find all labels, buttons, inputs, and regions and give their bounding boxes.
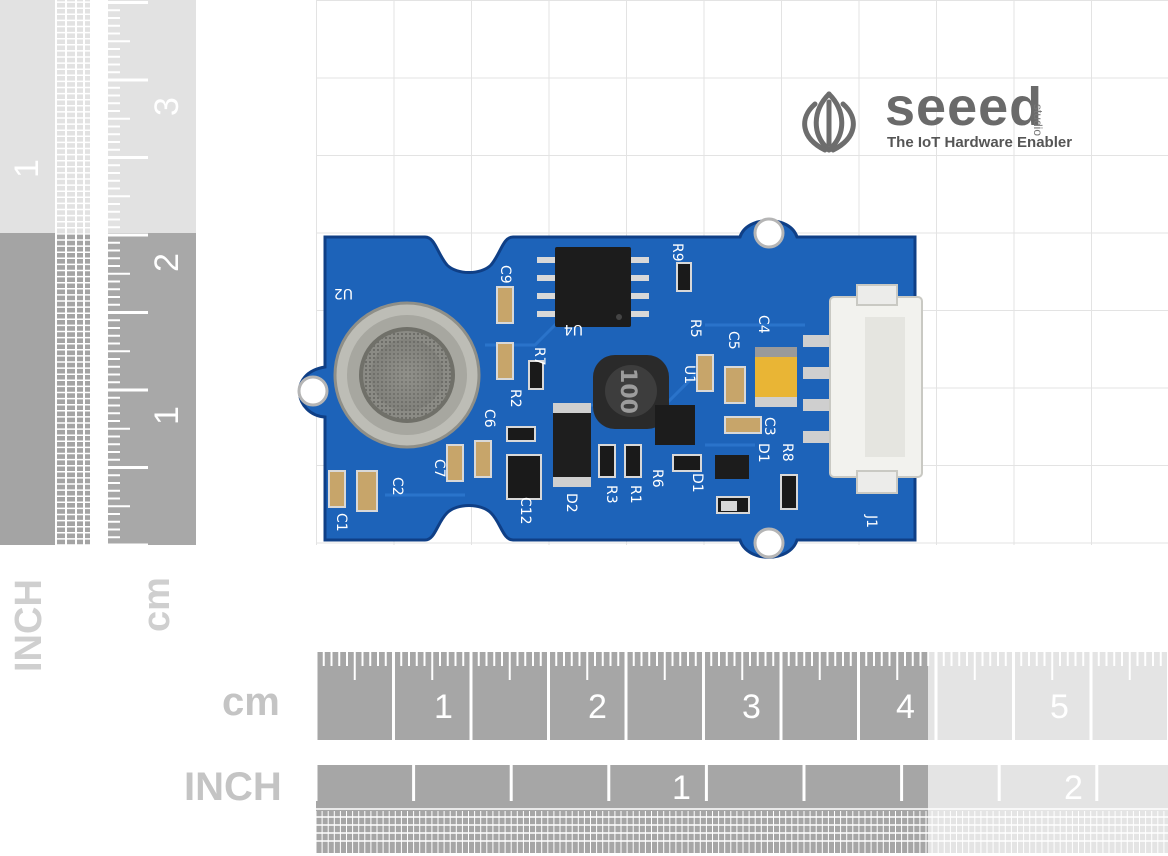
vertical-cm-ruler: 3 2 1 xyxy=(108,0,196,545)
svg-text:C1: C1 xyxy=(333,513,349,532)
horizontal-cm-label-2: 2 xyxy=(588,688,607,726)
tantalum-capacitor xyxy=(755,347,797,407)
svg-text:R5: R5 xyxy=(687,319,703,338)
horizontal-cm-label-4: 4 xyxy=(896,688,915,726)
vertical-cm-label-1: 1 xyxy=(148,406,186,425)
horizontal-cm-label-3: 3 xyxy=(742,688,761,726)
horizontal-cm-ruler: 1 2 3 4 5 xyxy=(316,652,1168,740)
svg-text:C7: C7 xyxy=(431,459,447,478)
brand-tagline: The IoT Hardware Enabler xyxy=(887,134,1073,151)
horizontal-cm-label-5: 5 xyxy=(1050,688,1069,726)
grove-gas-sensor-board: 100 xyxy=(285,205,935,585)
svg-text:R7: R7 xyxy=(531,347,547,366)
svg-text:D1: D1 xyxy=(689,473,705,493)
svg-text:R9: R9 xyxy=(669,243,685,262)
svg-text:C3: C3 xyxy=(761,417,777,436)
horizontal-cm-label-1: 1 xyxy=(434,688,453,726)
svg-text:C6: C6 xyxy=(481,409,497,428)
passive-components xyxy=(328,262,798,514)
svg-text:D2: D2 xyxy=(563,493,579,513)
chip-u1 xyxy=(655,405,695,445)
svg-text:R6: R6 xyxy=(649,469,665,488)
horizontal-inch-label-1: 1 xyxy=(672,769,691,807)
brand-sub: studio xyxy=(1031,104,1045,137)
svg-text:U2: U2 xyxy=(334,285,353,301)
chip-u4 xyxy=(537,247,649,327)
inductor: 100 xyxy=(593,355,669,429)
vertical-inch-ruler: 1 xyxy=(0,0,90,545)
horizontal-inch-label-2: 2 xyxy=(1064,769,1083,807)
gas-sensor-u2 xyxy=(333,301,481,449)
vertical-cm-label-2: 2 xyxy=(148,253,186,272)
vertical-cm-label-3: 3 xyxy=(148,97,186,116)
svg-text:D1: D1 xyxy=(755,443,771,463)
svg-text:R3: R3 xyxy=(603,485,619,504)
horizontal-inch-ruler: 1 2 xyxy=(316,765,1168,853)
vertical-inch-label-1: 1 xyxy=(8,159,46,178)
svg-text:C9: C9 xyxy=(497,265,513,284)
svg-text:100: 100 xyxy=(615,368,640,414)
brand-name: seeed xyxy=(885,77,1044,137)
svg-text:J1: J1 xyxy=(863,514,879,528)
svg-text:C4: C4 xyxy=(755,315,771,334)
svg-text:R8: R8 xyxy=(779,443,795,462)
grove-connector-j1 xyxy=(803,284,923,494)
svg-text:R1: R1 xyxy=(627,485,643,504)
horizontal-cm-unit: cm xyxy=(222,680,280,724)
silkscreen-labels: U2 C9 R9 U4 R5 C5 C4 R2 R7 C6 C7 C2 C1 C… xyxy=(333,243,879,532)
svg-text:R2: R2 xyxy=(507,389,523,408)
svg-text:C2: C2 xyxy=(389,477,405,496)
vertical-inch-unit: INCH xyxy=(8,579,50,672)
horizontal-inch-unit: INCH xyxy=(184,765,282,809)
seeed-logo: seeed studio The IoT Hardware Enabler xyxy=(793,77,1093,157)
diode-d2 xyxy=(553,403,591,485)
svg-text:U4: U4 xyxy=(564,321,583,337)
svg-text:C5: C5 xyxy=(725,331,741,350)
seeed-leaf-icon xyxy=(802,91,856,153)
svg-text:C12: C12 xyxy=(517,497,533,525)
svg-text:U1: U1 xyxy=(681,365,697,384)
vertical-cm-unit: cm xyxy=(136,577,178,632)
